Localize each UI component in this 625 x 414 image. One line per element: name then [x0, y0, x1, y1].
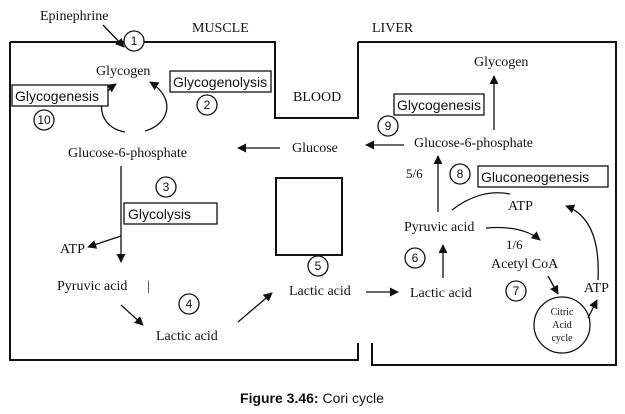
- citric-acid-cycle-line-3: cycle: [551, 333, 573, 344]
- pyruvic-to-acetyl-arrow: [485, 226, 541, 241]
- ratio-1-6-label: 1/6: [506, 237, 523, 252]
- liver-atp-top-label: ATP: [508, 199, 533, 214]
- blood-lactic-label: Lactic acid: [289, 284, 351, 299]
- atp-to-gng-curve: [451, 192, 511, 211]
- step-circle-8: 8: [449, 163, 471, 185]
- glycogen-cycle-arc-left: [100, 83, 126, 133]
- region-blood-label: BLOOD: [293, 90, 341, 105]
- acetyl-to-citric-arrow: [547, 275, 559, 295]
- epinephrine-arrow: [102, 24, 125, 48]
- liver-lactic-label: Lactic acid: [410, 286, 472, 301]
- muscle-lactic-to-blood-arrow: [237, 292, 273, 323]
- glycolysis-box: [123, 202, 218, 225]
- glycogenolysis-label: Glycogenolysis: [173, 74, 267, 90]
- svg-text:2: 2: [204, 98, 211, 112]
- liver-compartment-outline: [358, 41, 617, 366]
- gluconeogenesis-label: Gluconeogenesis: [481, 169, 589, 185]
- atp-to-top-atp-curve: [565, 204, 599, 281]
- glycogenesis-liver-label: Glycogenesis: [397, 97, 481, 113]
- glycogenesis-muscle-label: Glycogenesis: [15, 88, 99, 104]
- step-circle-1: 1: [123, 30, 145, 52]
- muscle-glycogen-label: Glycogen: [96, 64, 150, 79]
- liver-glycogen-label: Glycogen: [474, 55, 528, 70]
- step-circle-3: 3: [155, 176, 177, 198]
- blood-glucose-label: Glucose: [292, 141, 338, 156]
- glycogenesis-muscle-box: [11, 84, 109, 107]
- region-liver-label: LIVER: [372, 21, 414, 36]
- citric-acid-cycle-circle: [533, 296, 591, 354]
- svg-text:9: 9: [385, 119, 392, 133]
- svg-text:1: 1: [131, 34, 138, 48]
- svg-text:7: 7: [513, 284, 520, 298]
- svg-text:5: 5: [315, 259, 322, 273]
- citric-to-atp-arrow: [587, 299, 598, 319]
- muscle-compartment-outline: [9, 41, 359, 361]
- svg-text:4: 4: [186, 297, 193, 311]
- svg-text:10: 10: [37, 113, 51, 127]
- glycogenolysis-box: [169, 70, 272, 93]
- acetyl-coa-label: Acetyl CoA: [491, 257, 559, 272]
- step-circle-6: 6: [404, 247, 426, 269]
- figure-caption: Figure 3.46: Cori cycle: [240, 390, 384, 406]
- figure-caption-number: Figure 3.46:: [240, 390, 319, 406]
- liver-atp-right-label: ATP: [584, 281, 609, 296]
- gluconeogenesis-box: [477, 165, 609, 188]
- muscle-pyruvic-label: Pyruvic acid: [57, 279, 127, 294]
- muscle-lactic-label: Lactic acid: [156, 329, 218, 344]
- atp-branch-arrow: [87, 235, 122, 249]
- step-circle-2: 2: [196, 94, 218, 116]
- glycogenesis-liver-box: [393, 93, 485, 116]
- citric-acid-cycle-line-2: Acid: [552, 320, 571, 331]
- epinephrine-label: Epinephrine: [40, 9, 108, 24]
- glycolysis-label: Glycolysis: [128, 206, 191, 222]
- pyruvic-to-lactic-arrow: [120, 304, 144, 326]
- step-circle-7: 7: [505, 280, 527, 302]
- pyruvic-bar-mark: |: [147, 279, 150, 294]
- step-circle-5: 5: [307, 255, 329, 277]
- citric-acid-cycle-line-1: Citric: [551, 307, 574, 318]
- muscle-atp-label: ATP: [60, 242, 85, 257]
- muscle-g6p-label: Glucose-6-phosphate: [68, 146, 187, 161]
- blood-central-box: [275, 177, 343, 256]
- svg-text:8: 8: [457, 167, 464, 181]
- glycogen-cycle-arc-right: [144, 81, 168, 132]
- region-muscle-label: MUSCLE: [192, 21, 249, 36]
- svg-text:3: 3: [163, 180, 170, 194]
- liver-pyruvic-label: Pyruvic acid: [404, 220, 474, 235]
- step-circle-10: 10: [33, 109, 55, 131]
- step-circle-4: 4: [178, 293, 200, 315]
- ratio-5-6-label: 5/6: [406, 166, 423, 181]
- figure-caption-title: Cori cycle: [319, 390, 385, 406]
- liver-g6p-label: Glucose-6-phosphate: [414, 136, 533, 151]
- svg-text:6: 6: [412, 251, 419, 265]
- step-circle-9: 9: [377, 115, 399, 137]
